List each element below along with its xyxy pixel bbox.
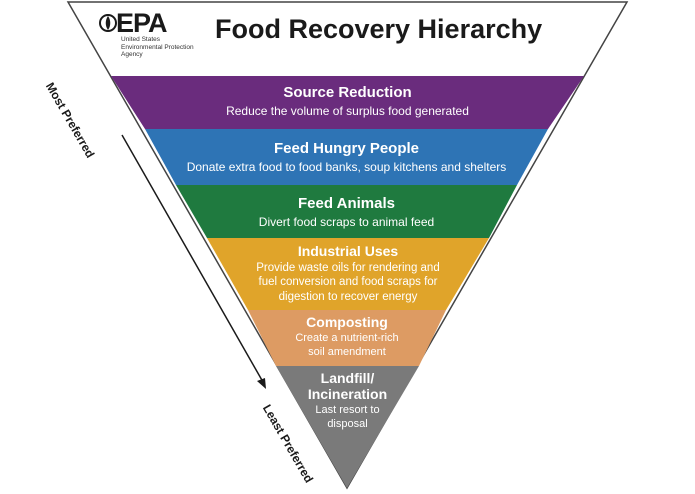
tier-title: Feed Animals [298,195,395,212]
tier-band-feed-animals [176,185,517,238]
agency-line-2: Environmental Protection [121,43,194,51]
tier-description-line-1: Create a nutrient-rich [295,332,399,344]
epa-flower-icon [99,14,117,32]
tier-band-landfill-incineration [276,366,419,488]
tier-band-source-reduction [111,76,584,129]
tier-title-line-2: Incineration [307,386,388,402]
agency-line-3: Agency [121,51,143,58]
tier-description: Donate extra food to food banks, soup ki… [186,160,507,174]
tier-feed-hungry-people: Feed Hungry People Donate extra food to … [145,140,548,175]
tier-description-line-3: digestion to recover energy [278,290,418,303]
tier-description-line-2: fuel conversion and food scraps for [258,276,438,289]
diagram-title: Food Recovery Hierarchy [215,14,543,44]
epa-logo: EPA United States Environmental Protecti… [99,8,209,62]
agency-line-1: United States [121,36,161,43]
tier-title: Source Reduction [283,84,412,101]
tier-description-line-2: disposal [327,417,368,430]
tier-industrial-uses: Industrial Uses Provide waste oils for r… [207,243,489,304]
tier-title: Composting [306,314,388,330]
tier-description: Reduce the volume of surplus food genera… [226,104,469,118]
tier-title-line-1: Landfill/ [320,370,375,386]
tier-band-composting [248,310,446,366]
tier-landfill-incineration: Landfill/ Incineration Last resort to di… [276,370,419,432]
tier-feed-animals: Feed Animals Divert food scraps to anima… [176,195,517,230]
epa-logo-wordmark: EPA [116,8,168,38]
tier-description-line-2: soil amendment [308,345,386,358]
tier-description-line-1: Provide waste oils for rendering and [256,262,440,274]
epa-agency-name: United States Environmental Protection A… [121,36,194,59]
tier-source-reduction: Source Reduction Reduce the volume of su… [111,84,584,119]
preference-axis-line [121,134,264,383]
tier-description: Divert food scraps to animal feed [258,215,435,229]
tier-title: Industrial Uses [297,243,399,259]
tier-band-feed-hungry-people [145,129,548,185]
tier-composting: Composting Create a nutrient-rich soil a… [248,314,446,360]
tier-band-industrial-uses [207,238,489,310]
tier-description-line-1: Last resort to [315,404,380,416]
preference-axis-arrowhead [257,378,266,389]
tier-title: Feed Hungry People [273,140,420,157]
